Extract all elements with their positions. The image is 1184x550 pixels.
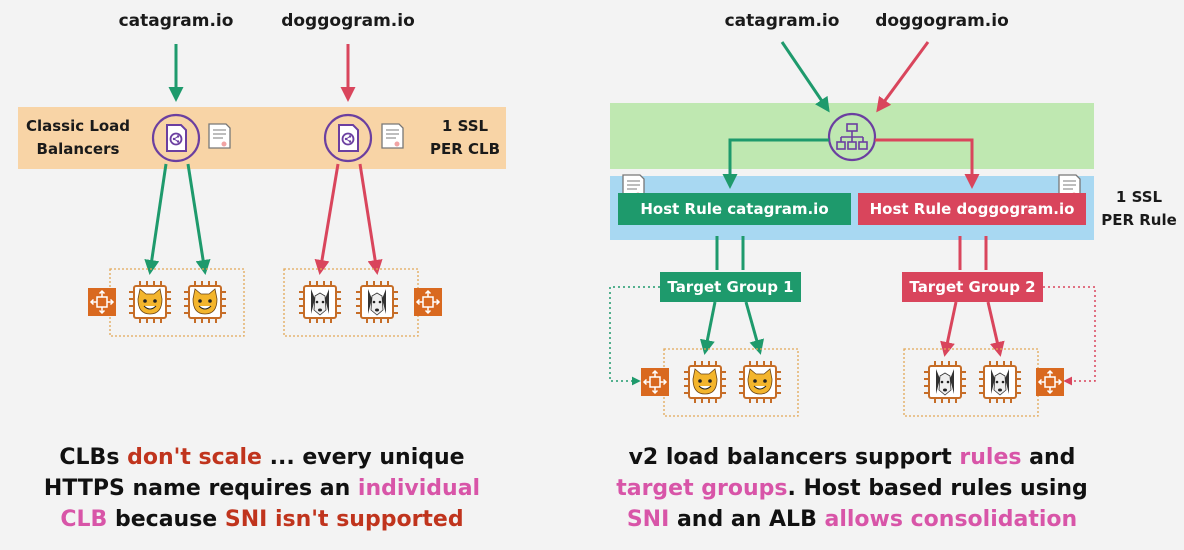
target-group-2-label: Target Group 2 xyxy=(909,278,1036,296)
dog-instance-icon xyxy=(355,280,399,324)
dog-instance-icon xyxy=(978,360,1022,404)
host-rule-doggogram-box xyxy=(858,193,1086,225)
cat-instance-group-box xyxy=(109,268,245,337)
classic-load-balancers-label-line-1: Classic Load xyxy=(25,117,131,135)
caption-text: ... every unique xyxy=(261,445,465,470)
target-group-1-label: Target Group 1 xyxy=(667,278,794,296)
host-rule-catagram-box xyxy=(618,193,851,225)
classic-load-balancers-label-line-2: Balancers xyxy=(36,140,120,158)
arrow-catagram-to-alb xyxy=(780,41,830,113)
ssl-per-clb-label-line-1: 1 SSL xyxy=(441,117,489,135)
auto-scaling-icon xyxy=(87,287,117,317)
arrow-tg2-to-instance xyxy=(940,301,958,357)
caption-highlight: individual xyxy=(357,476,481,501)
ssl-per-clb-label-line-2: PER CLB xyxy=(429,140,500,158)
domain-label-doggogram: doggogram.io xyxy=(875,11,1009,31)
cat-instance-icon xyxy=(128,280,172,324)
ssl-per-rule-label-line-2: PER Rule xyxy=(1101,211,1177,229)
classic-lb-band xyxy=(18,107,506,169)
caption-text: because xyxy=(107,507,225,532)
caption-highlight: rules xyxy=(959,445,1022,470)
classic-load-balancers-label: Classic Load Balancers xyxy=(22,115,134,161)
certificate-icon xyxy=(208,123,231,149)
dog-instance-group-box xyxy=(283,268,419,337)
dotted-link-tg1-to-autoscaling xyxy=(609,286,660,386)
caption-text: HTTPS name requires an xyxy=(43,476,358,501)
domain-label-catagram: catagram.io xyxy=(724,11,840,31)
dotted-link-tg2-to-autoscaling xyxy=(1043,286,1096,386)
arrow-clb-to-instance xyxy=(314,163,340,275)
target-group-2-box xyxy=(902,272,1043,302)
arrow-alb-to-rule-cat xyxy=(722,138,829,189)
dog-instance-icon xyxy=(923,360,967,404)
arrow-tg2-to-instance xyxy=(986,301,1005,357)
domain-label-catagram: catagram.io xyxy=(118,11,234,31)
host-rule-doggogram-label: Host Rule doggogram.io xyxy=(869,200,1075,218)
arrow-clb-to-instance xyxy=(358,163,383,275)
auto-scaling-icon xyxy=(640,367,670,397)
arrow-tg1-to-instance xyxy=(699,301,717,355)
arrow-clb-to-instance xyxy=(144,163,168,275)
caption-highlight: don't scale xyxy=(127,445,262,470)
arrow-doggogram-to-alb xyxy=(876,41,930,113)
caption-text: and an ALB xyxy=(669,507,825,532)
caption-highlight: CLB xyxy=(60,507,108,532)
host-rule-catagram-label: Host Rule catagram.io xyxy=(640,200,829,218)
caption-text: and xyxy=(1021,445,1076,470)
ssl-per-rule-label-line-1: 1 SSL xyxy=(1115,188,1163,206)
arrow-tg1-to-instance xyxy=(744,301,764,355)
domain-label-doggogram: doggogram.io xyxy=(281,11,415,31)
left-caption: CLBs don't scale ... every unique HTTPS … xyxy=(12,442,512,535)
auto-scaling-icon xyxy=(413,287,443,317)
cat-instance-icon xyxy=(183,280,227,324)
dog-instance-icon xyxy=(298,280,342,324)
ssl-per-rule-label: 1 SSL PER Rule xyxy=(1096,186,1182,232)
caption-highlight: target groups xyxy=(616,476,788,501)
ssl-per-clb-label: 1 SSL PER CLB xyxy=(420,115,510,161)
cat-instance-icon xyxy=(683,360,727,404)
caption-text: v2 load balancers support xyxy=(628,445,960,470)
dog-instance-group-box xyxy=(903,348,1039,417)
certificate-icon xyxy=(381,123,404,149)
target-group-1-box xyxy=(660,272,801,302)
caption-highlight: SNI isn't supported xyxy=(224,507,464,532)
right-caption: v2 load balancers support rules and targ… xyxy=(600,442,1104,535)
caption-text: . Host based rules using xyxy=(787,476,1088,501)
caption-highlight: allows consolidation xyxy=(824,507,1078,532)
auto-scaling-icon xyxy=(1035,367,1065,397)
cat-instance-icon xyxy=(738,360,782,404)
caption-highlight: SNI xyxy=(626,507,670,532)
arrow-alb-to-rule-dog xyxy=(875,138,980,189)
cat-instance-group-box xyxy=(663,348,799,417)
arrow-clb-to-instance xyxy=(186,163,211,275)
caption-text: CLBs xyxy=(59,445,128,470)
